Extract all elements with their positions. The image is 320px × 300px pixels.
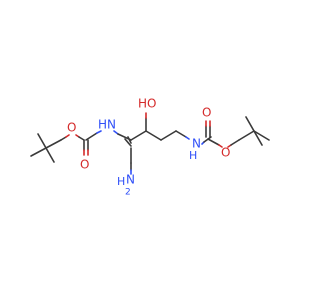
bond xyxy=(230,139,240,146)
bond xyxy=(45,139,62,149)
bond xyxy=(218,144,223,148)
bond xyxy=(113,130,119,135)
bond xyxy=(65,134,70,138)
tert-butyl-left xyxy=(30,133,62,163)
atom-label-hydrogen: H xyxy=(117,175,125,188)
bond xyxy=(85,132,98,141)
bond xyxy=(60,136,67,141)
bond xyxy=(130,130,147,141)
atom-label-oxygen: O xyxy=(67,121,76,135)
backbone-chain xyxy=(113,112,190,175)
bond xyxy=(78,136,85,141)
atom-label-nitrogen: HN xyxy=(98,118,116,132)
atom-label-oxygen: O xyxy=(80,158,89,172)
tert-butyl-right xyxy=(238,116,270,146)
atom-label-hydrogen: H xyxy=(189,149,197,162)
bond xyxy=(45,147,55,163)
bond xyxy=(185,136,190,140)
bond xyxy=(127,136,132,144)
bond xyxy=(175,130,187,138)
bond xyxy=(253,130,270,141)
bond xyxy=(253,130,263,146)
bond xyxy=(96,130,102,134)
bond xyxy=(37,133,47,149)
atom-label-nitrogen: N xyxy=(192,137,201,151)
atom-label-subscript: 2 xyxy=(125,188,131,198)
bond xyxy=(245,116,255,132)
atom-label-oxygen: O xyxy=(202,106,211,120)
bond xyxy=(207,138,220,146)
boc-carbamate-left xyxy=(60,130,102,156)
molecule-structure: O O HN HO H N O O H N 2 xyxy=(30,97,270,198)
bond xyxy=(124,138,132,147)
bond xyxy=(145,130,162,141)
bond xyxy=(160,130,177,141)
atom-label-nitrogen: N xyxy=(126,173,135,187)
bond xyxy=(238,130,255,141)
bond xyxy=(30,147,47,157)
atom-label-hydroxyl: HO xyxy=(138,97,156,111)
boc-carbamate-right xyxy=(201,120,240,148)
atom-label-oxygen: O xyxy=(221,146,230,160)
